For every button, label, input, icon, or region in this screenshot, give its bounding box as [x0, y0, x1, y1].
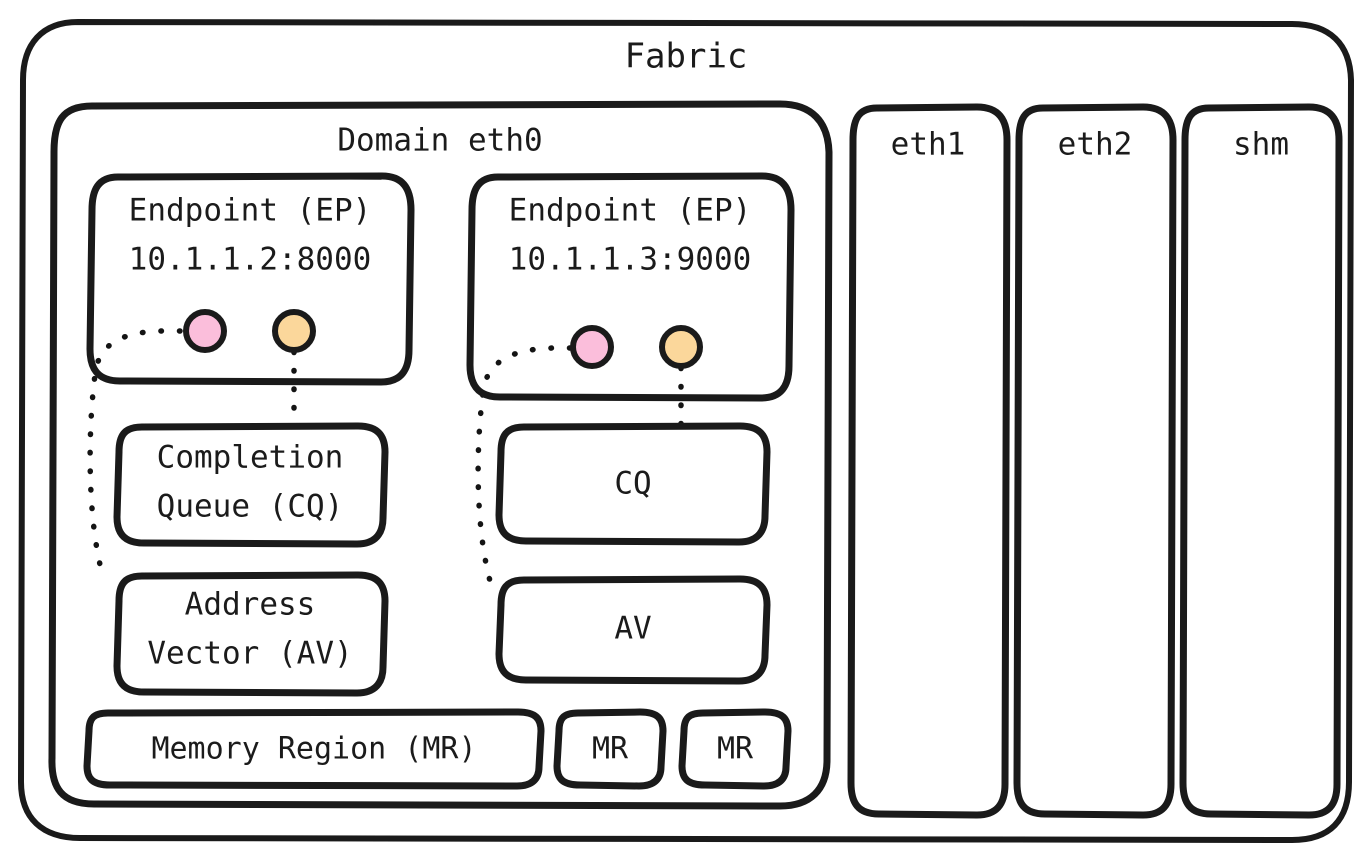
address-vector-2[interactable]: AV — [495, 575, 771, 685]
fabric-container — [18, 19, 1354, 843]
endpoint-1-border — [86, 172, 415, 386]
endpoint-2-cq-port-dot[interactable] — [659, 325, 703, 369]
endpoint-1-av-port-dot[interactable] — [183, 309, 227, 353]
memory-region-large-border — [83, 708, 545, 790]
endpoint-2[interactable]: Endpoint (EP) 10.1.1.3:9000 — [466, 172, 795, 402]
domain-shm-border — [1179, 103, 1343, 819]
completion-queue-1-label-line2: Queue (CQ) — [157, 489, 344, 525]
endpoint-2-border — [466, 172, 795, 402]
domain-eth2-border — [1013, 103, 1177, 819]
completion-queue-2[interactable]: CQ — [495, 422, 771, 546]
completion-queue-2-border — [495, 422, 771, 546]
domain-eth1-border — [847, 103, 1011, 819]
completion-queue-1-label-line1: Completion — [157, 440, 344, 476]
endpoint-1-address: 10.1.1.2:8000 — [129, 242, 372, 278]
fabric-title: Fabric — [625, 37, 748, 77]
memory-region-small-2-border — [678, 708, 792, 790]
endpoint-1-cq-port-dot[interactable] — [272, 309, 316, 353]
domain-shm-label: shm — [1233, 127, 1289, 163]
memory-region-small-1-label: MR — [592, 732, 629, 767]
endpoint-2-address: 10.1.1.3:9000 — [509, 242, 752, 278]
domain-eth0-border — [48, 100, 833, 810]
domain-eth1-label: eth1 — [891, 127, 966, 163]
completion-queue-1-border — [113, 422, 389, 548]
domain-eth0-container[interactable] — [48, 100, 833, 810]
connector-ep2-av — [475, 345, 573, 591]
memory-region-small-1[interactable]: MR — [553, 708, 667, 790]
endpoint-1-title: Endpoint (EP) — [129, 193, 372, 229]
address-vector-1[interactable]: Address Vector (AV) — [113, 571, 389, 697]
endpoint-2-av-port-dot[interactable] — [570, 325, 614, 369]
memory-region-small-2-label: MR — [717, 732, 754, 767]
address-vector-2-border — [495, 575, 771, 685]
memory-region-large[interactable]: Memory Region (MR) — [83, 708, 545, 790]
completion-queue-1[interactable]: Completion Queue (CQ) — [113, 422, 389, 548]
address-vector-1-border — [113, 571, 389, 697]
domain-eth2-label: eth2 — [1058, 127, 1133, 163]
domain-eth2-container[interactable]: eth2 — [1013, 103, 1177, 819]
endpoint-2-title: Endpoint (EP) — [509, 193, 752, 229]
connector-ep1-av — [87, 328, 183, 583]
address-vector-2-label: AV — [614, 611, 651, 647]
memory-region-small-2[interactable]: MR — [678, 708, 792, 790]
domain-shm-container[interactable]: shm — [1179, 103, 1343, 819]
address-vector-1-label-line1: Address — [185, 587, 316, 623]
completion-queue-2-label: CQ — [614, 466, 651, 502]
address-vector-1-label-line2: Vector (AV) — [147, 636, 352, 672]
domain-eth0-title: Domain eth0 — [337, 123, 542, 159]
endpoint-1[interactable]: Endpoint (EP) 10.1.1.2:8000 — [86, 172, 415, 386]
memory-region-small-1-border — [553, 708, 667, 790]
domain-eth1-container[interactable]: eth1 — [847, 103, 1011, 819]
memory-region-large-label: Memory Region (MR) — [151, 732, 476, 767]
fabric-border — [18, 19, 1354, 843]
